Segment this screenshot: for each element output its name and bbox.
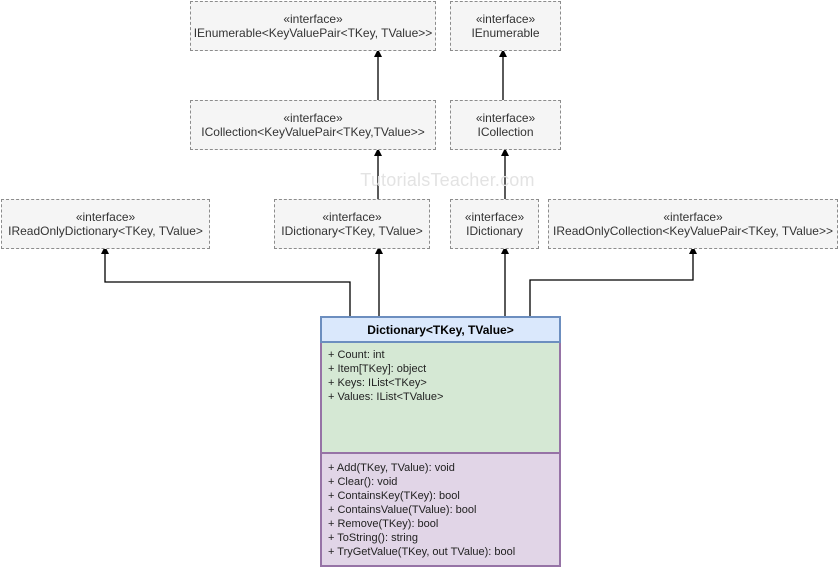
stereotype-label: «interface» xyxy=(283,111,343,125)
interface-name: IEnumerable<KeyValuePair<TKey, TValue>> xyxy=(193,26,433,40)
interface-idictionary: «interface» IDictionary xyxy=(450,199,539,249)
interface-icollection-generic: «interface» ICollection<KeyValuePair<TKe… xyxy=(190,100,436,150)
interface-name: IDictionary<TKey, TValue> xyxy=(281,224,423,238)
stereotype-label: «interface» xyxy=(475,12,536,26)
method-item: + ToString(): string xyxy=(328,532,418,544)
method-item: + TryGetValue(TKey, out TValue): bool xyxy=(328,546,516,558)
interface-name: IDictionary xyxy=(466,224,523,238)
interface-name: IReadOnlyDictionary<TKey, TValue> xyxy=(8,224,203,238)
class-fields: + Count: int + Item[TKey]: object + Keys… xyxy=(320,343,561,452)
interface-ienumerable: «interface» IEnumerable xyxy=(450,1,561,51)
stereotype-label: «interface» xyxy=(663,210,723,224)
interface-name: IEnumerable xyxy=(471,26,540,40)
method-item: + Clear(): void xyxy=(328,476,398,488)
class-dictionary: Dictionary<TKey, TValue> + Count: int + … xyxy=(320,316,561,567)
interface-name: ICollection<KeyValuePair<TKey,TValue>> xyxy=(201,125,425,139)
stereotype-label: «interface» xyxy=(75,210,136,224)
arrow-dictionary-to-ireadonlydictionary xyxy=(101,246,351,316)
method-item: + Remove(TKey): bool xyxy=(328,518,439,530)
arrow-dictionary-to-ireadonlycollection xyxy=(529,246,697,316)
stereotype-label: «interface» xyxy=(464,210,525,224)
class-name: Dictionary<TKey, TValue> xyxy=(320,316,561,343)
stereotype-label: «interface» xyxy=(322,210,382,224)
stereotype-label: «interface» xyxy=(283,12,343,26)
stereotype-label: «interface» xyxy=(475,111,536,125)
method-item: + ContainsKey(TKey): bool xyxy=(328,490,460,502)
field-item: + Values: IList<TValue> xyxy=(328,391,444,403)
class-methods: + Add(TKey, TValue): void + Clear(): voi… xyxy=(320,452,561,567)
field-item: + Keys: IList<TKey> xyxy=(328,377,427,389)
field-item: + Count: int xyxy=(328,349,385,361)
interface-name: ICollection xyxy=(477,125,534,139)
interface-ireadonlydictionary: «interface» IReadOnlyDictionary<TKey, TV… xyxy=(1,199,210,249)
interface-ienumerable-generic: «interface» IEnumerable<KeyValuePair<TKe… xyxy=(190,1,436,51)
method-item: + ContainsValue(TValue): bool xyxy=(328,504,477,516)
interface-name: IReadOnlyCollection<KeyValuePair<TKey, T… xyxy=(553,224,833,238)
interface-ireadonlycollection: «interface» IReadOnlyCollection<KeyValue… xyxy=(548,199,838,249)
field-item: + Item[TKey]: object xyxy=(328,363,427,375)
method-item: + Add(TKey, TValue): void xyxy=(328,462,455,474)
interface-icollection: «interface» ICollection xyxy=(450,100,561,150)
interface-idictionary-generic: «interface» IDictionary<TKey, TValue> xyxy=(274,199,430,249)
watermark: TutorialsTeacher.com xyxy=(360,170,535,190)
